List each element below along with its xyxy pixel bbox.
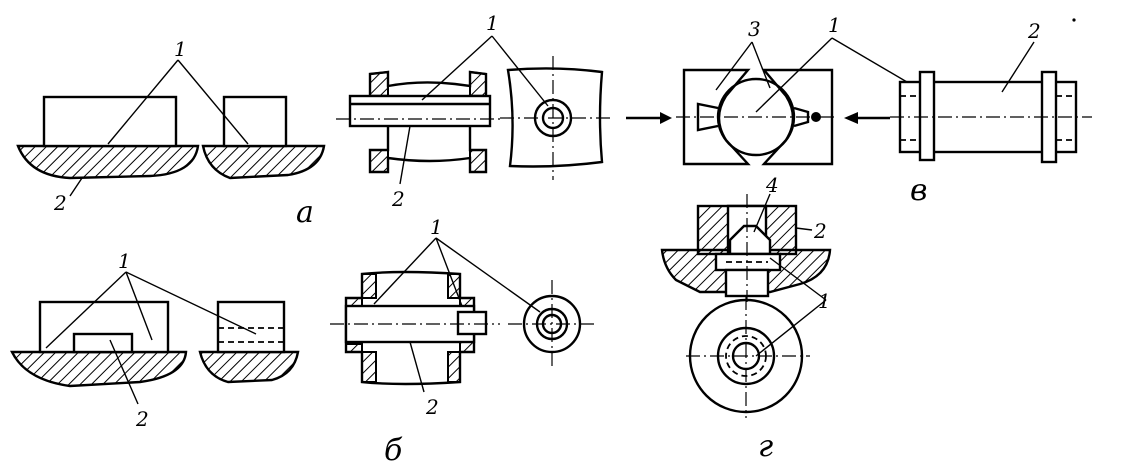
flange-right-hatched [469,70,487,173]
leader-line [69,177,83,197]
variant-b-pin-group: 1 2 б [330,215,598,468]
workpiece-block-right [222,95,288,148]
variant-label-g: г [758,429,773,464]
leader-line [125,271,257,335]
variant-label-a: а [296,195,314,230]
leader-line [715,41,753,91]
workpiece-block-right [216,300,286,354]
leader-line [491,35,549,107]
leader-line [409,341,425,393]
variant-b-left-group: 1 2 [10,249,300,431]
leader-line [45,271,127,349]
variant-g-group: 4 2 1 г [660,173,832,464]
leader-line [755,37,833,113]
label-2: 2 [391,187,405,211]
leader-line [1001,41,1035,93]
label-1: 1 [118,249,131,273]
left-locating-lug [696,102,719,132]
right-arrow-head [844,112,858,124]
label-1: 1 [486,11,499,35]
label-1: 1 [430,215,443,239]
pin-shoulder [456,310,488,336]
variant-label-b: б [384,433,403,468]
label-1: 1 [818,289,831,313]
label-2: 2 [1027,19,1041,43]
shaft-collar-left [918,70,936,162]
locating-pin [348,94,492,128]
label-3: 3 [748,17,761,41]
leader-line [109,339,139,405]
leader-line [751,41,771,89]
base-plate-hatched-left [10,350,188,388]
leader-line [107,59,179,145]
label-2: 2 [135,407,149,431]
label-4: 4 [765,173,779,197]
label-2: 2 [425,395,439,419]
leader-line [769,257,827,301]
leader-line [435,237,463,307]
leader-line [373,237,437,305]
base-plate-hatched-right [198,350,300,384]
leader-line [753,193,771,233]
stray-dot [1072,18,1076,22]
leader-line [125,271,153,341]
locating-key [72,332,134,354]
leader-line [755,299,827,357]
variant-label-v: в [910,173,927,208]
leader-line [421,35,493,101]
base-plate-hatched-left [16,144,200,180]
label-1: 1 [174,37,187,61]
label-2: 2 [53,191,67,215]
base-plate-hatched-right [201,144,326,180]
variant-a-group: 1 2 а [16,37,326,230]
leader-line [177,59,249,145]
leader-line [795,227,813,231]
leader-line [399,125,411,185]
variant-v-group: 3 1 2 в [626,13,1092,208]
workpiece-block-left [42,95,178,148]
leader-line [435,237,541,313]
label-2: 2 [813,219,827,243]
label-1: 1 [828,13,841,37]
left-arrow-head [660,112,672,124]
flanged-part-with-pin-top: 1 2 [336,11,610,211]
end-view-body [506,67,604,168]
